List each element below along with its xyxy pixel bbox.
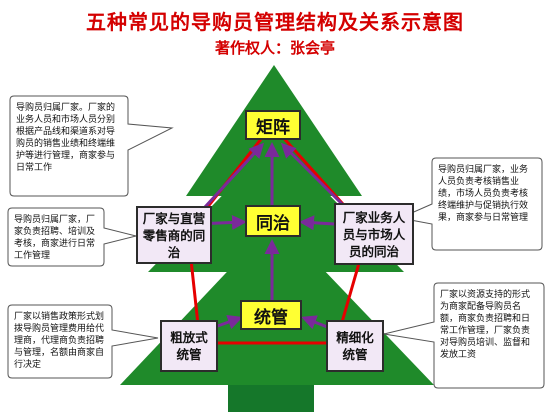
callout-business-market: 导购员归属厂家，业务人员负责考核销售业绩，市场人员负责考核终端维护与促销执行效果… — [438, 165, 529, 223]
arrow-left-to-top — [203, 142, 265, 209]
node-unified-management: 统管 — [240, 300, 302, 330]
page-title: 五种常见的导购员管理结构及关系示意图 — [86, 10, 464, 34]
callout-fine-management: 厂家以资源支持的形式为商家配备导购员名额，商家负责招聘和日常工作管理，厂家负责对… — [440, 290, 531, 360]
page-subtitle: 著作权人：张会亭 — [214, 39, 335, 57]
callout-shape-mid-left — [7, 207, 137, 267]
node-co-governance: 同治 — [245, 205, 301, 237]
node-business-market-staff: 厂家业务人员与市场人员的同治 — [334, 203, 414, 265]
callout-shape-top-left — [9, 95, 174, 197]
node-rough-unified: 粗放式统管 — [160, 320, 218, 372]
callout-direct-retail: 导购员归属厂家，厂家负责招聘、培训及考核，商家进行日常工作管理 — [14, 215, 96, 261]
arrow-right-to-top — [280, 142, 345, 207]
tree-trunk — [228, 382, 314, 412]
node-fine-unified: 精细化统管 — [326, 320, 384, 372]
node-manufacturer-retailer: 厂家与直营零售商的同治 — [136, 206, 212, 264]
callout-shape-bottom-right — [383, 282, 545, 389]
callout-shape-top-right — [398, 157, 543, 251]
node-matrix: 矩阵 — [245, 110, 301, 140]
callout-matrix: 导购员归属厂家。厂家的业务人员和市场人员分别根据产品线和渠道系对导购员的销售业绩… — [16, 103, 116, 173]
callout-shape-bottom-left — [7, 304, 159, 379]
arrow-bottom-right-to-lower — [301, 315, 331, 330]
arrow-right-to-middle — [299, 215, 335, 231]
callout-rough-management: 厂家以销售政策形式划拨导购员管理费用给代理商，代理商负责招聘与管理，名额由商家自… — [14, 312, 105, 370]
